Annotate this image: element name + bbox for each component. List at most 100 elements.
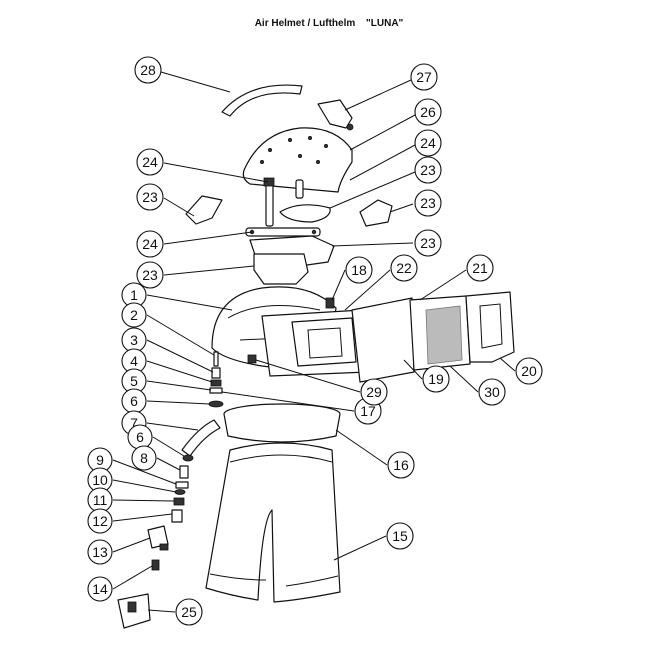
svg-text:12: 12: [92, 513, 108, 529]
callout-23-oval: 23: [414, 156, 442, 184]
svg-text:4: 4: [130, 353, 138, 369]
leader-lines: [112, 71, 516, 613]
callout-26: 26: [414, 98, 442, 126]
callout-15: 15: [386, 522, 414, 550]
part-16-neck-ring: [223, 403, 341, 443]
part-14-fitting: [151, 559, 160, 571]
part-23-neck-pad: [253, 253, 309, 285]
title-product-name: "LUNA": [366, 18, 404, 29]
callout-28: 28: [134, 56, 162, 84]
callout-8: 8: [131, 445, 157, 471]
callout-24-upper: 24: [136, 148, 164, 176]
svg-text:14: 14: [92, 581, 108, 597]
part-2-pin: [213, 351, 219, 367]
svg-text:5: 5: [130, 373, 138, 389]
callout-23-back: 23: [414, 229, 442, 257]
part-9-coupling: [175, 481, 189, 489]
part-28-strip: [221, 84, 303, 117]
svg-text:6: 6: [130, 393, 138, 409]
part-6-ring: [208, 400, 224, 408]
svg-text:23: 23: [142, 189, 158, 205]
svg-text:19: 19: [428, 371, 444, 387]
part-13-valve: [147, 525, 169, 551]
part-5-washer: [209, 387, 223, 394]
svg-text:23: 23: [420, 162, 436, 178]
svg-text:10: 10: [92, 472, 108, 488]
part-26-outer-shell: [242, 127, 353, 193]
part-30-filter-panel: [409, 295, 471, 371]
callout-29: 29: [360, 378, 388, 406]
part-4-nut: [210, 379, 222, 387]
part-3-sleeve: [211, 367, 221, 379]
svg-text:28: 28: [140, 62, 156, 78]
callout-1: 1: [121, 282, 147, 308]
callout-13: 13: [87, 539, 113, 565]
diagram-title: Air Helmet / Lufthelm "LUNA": [0, 18, 650, 29]
part-10-seal: [174, 489, 186, 495]
callout-21: 21: [466, 254, 494, 282]
callout-6-upper: 6: [121, 388, 147, 414]
part-27-clip: [317, 99, 354, 131]
svg-text:21: 21: [472, 260, 488, 276]
part-23-oval-pad: [279, 204, 331, 223]
callout-23-left: 23: [136, 183, 164, 211]
callout-22: 22: [390, 254, 418, 282]
part-24-lower-strap: [245, 227, 321, 237]
svg-text:8: 8: [140, 450, 148, 466]
svg-text:17: 17: [360, 403, 376, 419]
part-20-end-bracket: [465, 291, 515, 363]
svg-text:24: 24: [142, 236, 158, 252]
callout-27: 27: [410, 63, 438, 91]
svg-text:23: 23: [420, 235, 436, 251]
callout-11: 11: [87, 487, 113, 513]
svg-text:26: 26: [420, 104, 436, 120]
callout-14: 14: [87, 576, 113, 602]
callout-2: 2: [121, 302, 147, 328]
callout-6-lower: 6: [127, 424, 153, 450]
part-18-clip: [325, 297, 335, 309]
callout-24-right: 24: [414, 129, 442, 157]
svg-text:9: 9: [96, 452, 104, 468]
svg-text:6: 6: [136, 429, 144, 445]
svg-text:23: 23: [142, 267, 158, 283]
callout-3: 3: [121, 327, 147, 353]
callout-12: 12: [87, 508, 113, 534]
svg-text:27: 27: [416, 69, 432, 85]
svg-text:7: 7: [130, 415, 138, 431]
callout-4: 4: [121, 348, 147, 374]
callout-20: 20: [515, 357, 543, 385]
svg-text:15: 15: [392, 528, 408, 544]
part-11-nut: [173, 497, 185, 506]
svg-text:13: 13: [92, 544, 108, 560]
callout-23-neck: 23: [136, 261, 164, 289]
part-21-band: [351, 297, 415, 383]
callout-10: 10: [87, 467, 113, 493]
svg-text:16: 16: [393, 457, 409, 473]
part-25-bracket: [117, 593, 151, 629]
callout-19: 19: [422, 365, 450, 393]
svg-text:1: 1: [130, 287, 138, 303]
svg-text:20: 20: [521, 363, 537, 379]
part-22-visor-frame: [261, 309, 369, 377]
part-15-cape: [205, 442, 341, 603]
part-6-lower-ring: [182, 454, 194, 462]
svg-text:24: 24: [142, 154, 158, 170]
svg-text:3: 3: [130, 332, 138, 348]
callout-30: 30: [478, 378, 506, 406]
callout-9: 9: [87, 447, 113, 473]
part-23-left-pad: [185, 195, 223, 225]
callout-16: 16: [387, 451, 415, 479]
part-8-connector: [179, 465, 189, 479]
svg-text:30: 30: [484, 384, 500, 400]
svg-text:11: 11: [93, 492, 108, 508]
svg-text:24: 24: [420, 135, 436, 151]
callout-5: 5: [121, 368, 147, 394]
part-12-adapter: [171, 509, 183, 523]
part-23-right-pad: [359, 199, 393, 227]
callout-18: 18: [345, 256, 373, 284]
part-7-hose: [181, 419, 221, 457]
title-text: Air Helmet / Lufthelm: [254, 18, 356, 29]
svg-text:23: 23: [420, 195, 436, 211]
svg-text:25: 25: [181, 604, 197, 620]
